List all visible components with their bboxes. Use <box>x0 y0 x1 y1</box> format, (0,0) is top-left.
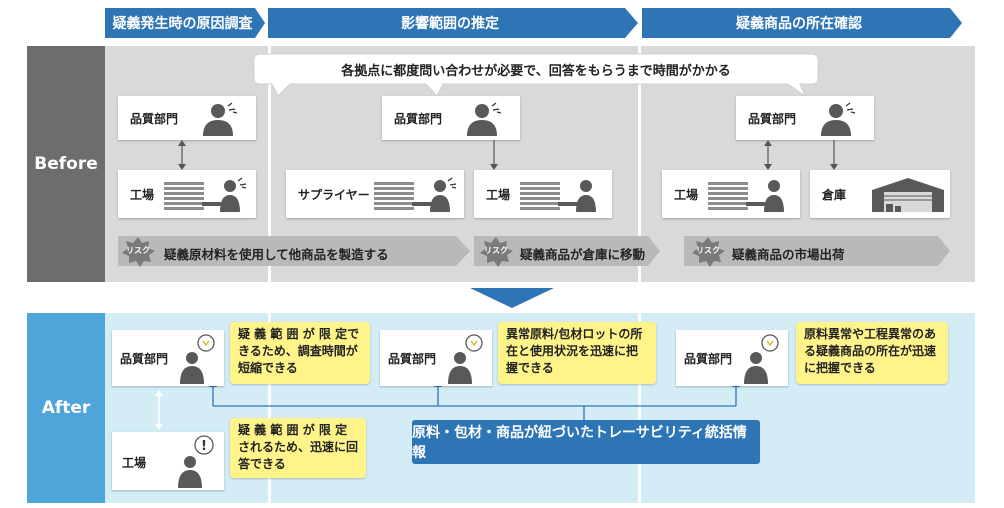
worker-with-papers-icon <box>708 180 784 212</box>
before-divider-2 <box>638 46 641 282</box>
card-label: 品質部門 <box>120 352 169 366</box>
note-investigation: 疑 義 範 囲 が 限 定できるため、調査時間が短縮できる <box>230 322 370 384</box>
two-way-arrow <box>764 140 772 170</box>
person-idea-icon <box>448 334 483 384</box>
info-connectors <box>209 380 740 420</box>
card-quality-dept-2: 品質部門 <box>382 96 520 140</box>
card-factory-2: 工場 <box>474 170 612 218</box>
after-card-quality-dept-2: 品質部門 <box>380 330 492 386</box>
risk-badge-icon <box>692 237 725 267</box>
down-arrow <box>490 140 498 170</box>
card-label: 倉庫 <box>822 188 847 202</box>
card-label: 品質部門 <box>748 112 797 126</box>
card-quality-dept-1: 品質部門 <box>118 96 256 140</box>
svg-text:!: ! <box>201 439 207 454</box>
before-label: Before <box>34 154 98 174</box>
card-label: 工場 <box>130 188 155 202</box>
card-supplier: サプライヤー <box>286 170 464 218</box>
risk-badge-icon <box>480 237 513 267</box>
after-card-quality-dept-3: 品質部門 <box>676 330 788 386</box>
traceability-info-box: 原料・包材・商品が紐づいたトレーサビリティ統括情報 <box>412 420 760 464</box>
card-label: 品質部門 <box>388 352 437 366</box>
before-divider-1 <box>268 46 271 282</box>
worker-with-papers-icon <box>164 177 247 212</box>
after-card-factory: 工場 ! <box>112 432 224 490</box>
down-arrow <box>830 140 838 170</box>
card-label: 品質部門 <box>130 112 179 126</box>
card-label: 工場 <box>674 188 699 202</box>
card-quality-dept-3: 品質部門 <box>736 96 874 140</box>
person-worried-icon <box>203 102 238 136</box>
note-impact-estimation: 異常原料/包材ロットの所在と使用状況を迅速に把握できる <box>498 322 656 384</box>
phase-label-impact-estimation: 影響範囲の推定 <box>401 16 499 32</box>
before-side-bar <box>27 46 105 282</box>
risk-badge-label: リスク <box>484 246 508 255</box>
warehouse-icon <box>872 178 944 212</box>
risk-arrows <box>118 236 950 266</box>
risk-text: 疑義商品の市場出荷 <box>732 247 845 262</box>
note-location-check: 原料異常や工程異常のある疑義商品の所在が迅速に把握できる <box>796 322 948 384</box>
phase-label-location-check: 疑義商品の所在確認 <box>736 16 862 32</box>
worker-with-papers-icon <box>374 177 457 212</box>
phase-label-investigation: 疑義発生時の原因調査 <box>112 16 253 32</box>
after-side-bar <box>27 313 105 503</box>
person-idea-icon <box>744 334 779 384</box>
card-label: 品質部門 <box>684 352 733 366</box>
card-factory-1: 工場 <box>118 170 256 218</box>
person-idea-icon <box>180 334 215 384</box>
callout-bubble <box>253 53 819 98</box>
card-label: 工場 <box>486 188 511 202</box>
person-alert-icon: ! <box>178 435 214 488</box>
after-divider-2 <box>638 313 641 503</box>
after-card-quality-dept-1: 品質部門 <box>112 330 224 386</box>
risk-badge-icon <box>122 237 155 267</box>
card-label: 工場 <box>122 456 147 470</box>
worker-with-papers-icon <box>520 180 596 212</box>
risk-badge-label: リスク <box>696 246 720 255</box>
after-label: After <box>41 398 91 418</box>
card-factory-3: 工場 <box>662 170 800 218</box>
risk-badge-label: リスク <box>126 246 150 255</box>
person-worried-icon <box>821 102 856 136</box>
risk-text: 疑義商品が倉庫に移動 <box>520 247 646 262</box>
card-label: 品質部門 <box>394 112 443 126</box>
two-way-arrow <box>155 390 163 430</box>
risk-text: 疑義原材料を使用して他商品を製造する <box>164 247 389 262</box>
card-warehouse: 倉庫 <box>810 170 950 218</box>
callout-text: 各拠点に都度問い合わせが必要で、回答をもらうまで時間がかかる <box>341 63 731 79</box>
card-label: サプライヤー <box>298 188 370 202</box>
after-divider-1 <box>268 313 271 503</box>
two-way-arrow <box>178 140 186 170</box>
transition-arrow <box>470 288 554 308</box>
note-factory-response: 疑 義 範 囲 が 限 定されるため、迅速に回答できる <box>230 418 366 478</box>
person-worried-icon <box>467 102 502 136</box>
phase-arrows <box>105 8 962 38</box>
